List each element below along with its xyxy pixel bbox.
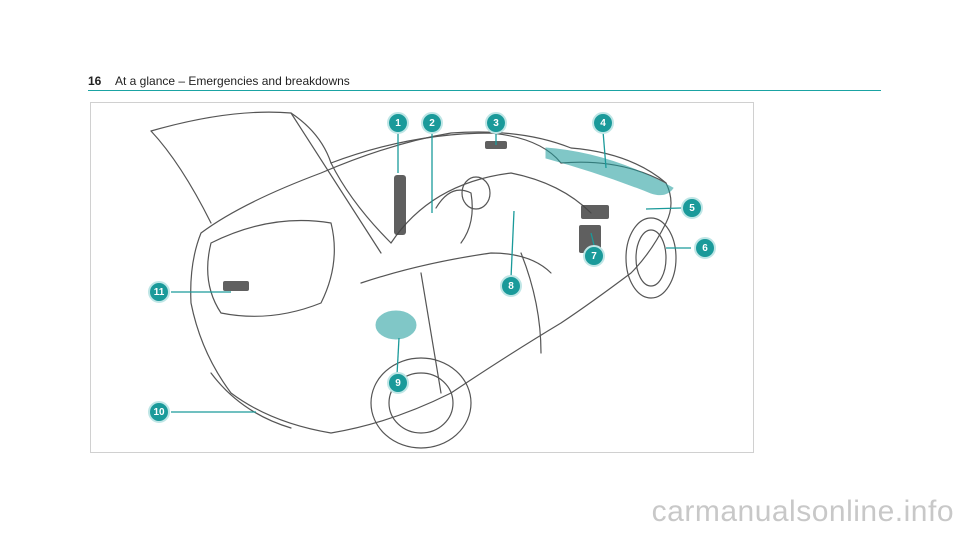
- callout-9: 9: [387, 372, 409, 394]
- page-number: 16: [88, 74, 102, 88]
- callout-3: 3: [485, 112, 507, 134]
- callout-10: 10: [148, 401, 170, 423]
- callout-6: 6: [694, 237, 716, 259]
- callout-2: 2: [421, 112, 443, 134]
- callout-1: 1: [387, 112, 409, 134]
- callout-8: 8: [500, 275, 522, 297]
- callout-5: 5: [681, 197, 703, 219]
- watermark: carmanualsonline.info: [651, 495, 954, 528]
- page-header: 16 At a glance – Emergencies and breakdo…: [88, 74, 880, 94]
- callout-4: 4: [592, 112, 614, 134]
- page-title: At a glance – Emergencies and breakdowns: [115, 74, 350, 88]
- vehicle-overview-figure: 1 2 3 4 5 6 7 8 9 10 11: [90, 102, 754, 453]
- callout-7: 7: [583, 245, 605, 267]
- callout-11: 11: [148, 281, 170, 303]
- header-rule: [88, 90, 881, 91]
- car-line-drawing: [150, 111, 691, 449]
